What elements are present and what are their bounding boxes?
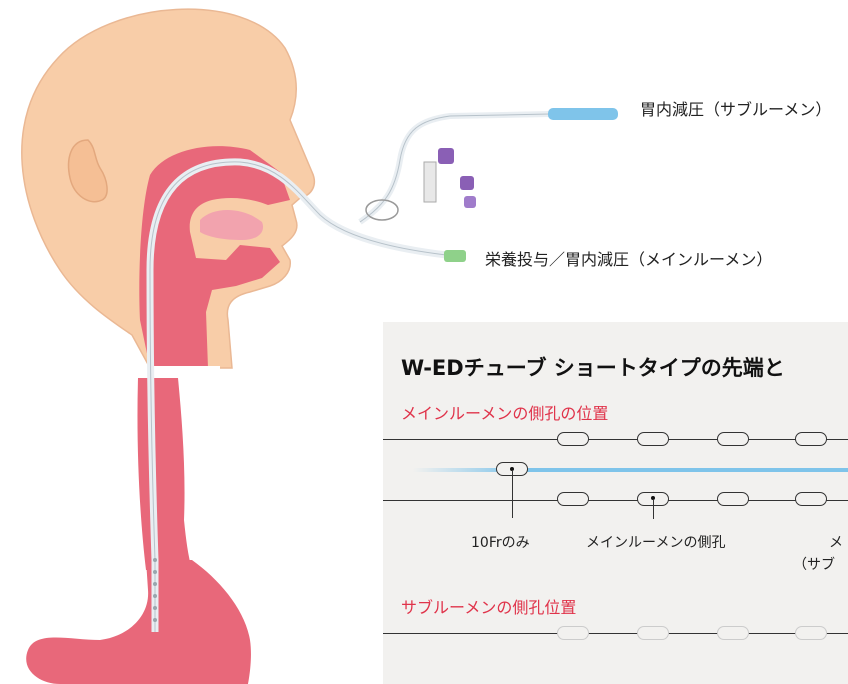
side-hole [795, 432, 827, 446]
callout-partial-1: メ [829, 532, 843, 552]
sub-section-title: サブルーメンの側孔位置 [401, 594, 576, 618]
callout-line [512, 470, 513, 518]
main-section-title: メインルーメンの側孔の位置 [401, 400, 608, 424]
label-main-lumen: 栄養投与／胃内減圧（メインルーメン） [485, 246, 772, 270]
tip-detail-panel: W-EDチューブ ショートタイプの先端と メインルーメンの側孔の位置 10Frの… [383, 322, 848, 684]
purple-connector [424, 148, 476, 208]
section-gap [120, 366, 220, 378]
esophagus [137, 378, 192, 570]
sub-lumen-tube [360, 114, 550, 222]
tube-centerline [413, 468, 848, 472]
green-connector [444, 250, 466, 262]
side-hole [717, 626, 749, 640]
side-hole [637, 626, 669, 640]
side-hole [557, 626, 589, 640]
callout-partial-2: （サブ [793, 554, 835, 574]
sub-tube-top-line [383, 633, 848, 634]
tube-top-line [383, 439, 848, 440]
panel-title: W-EDチューブ ショートタイプの先端と [401, 352, 785, 382]
side-hole [717, 492, 749, 506]
label-sub-lumen: 胃内減圧（サブルーメン） [640, 96, 831, 120]
callout-line [653, 499, 654, 519]
side-hole [557, 432, 589, 446]
side-hole [717, 432, 749, 446]
tube-bottom-line [383, 500, 848, 501]
callout-main-hole: メインルーメンの側孔 [586, 532, 725, 552]
side-hole [795, 492, 827, 506]
callout-10fr: 10Frのみ [471, 532, 530, 552]
side-hole [795, 626, 827, 640]
side-hole [557, 492, 589, 506]
stomach [26, 560, 251, 684]
side-hole [637, 432, 669, 446]
blue-tip [548, 108, 618, 120]
